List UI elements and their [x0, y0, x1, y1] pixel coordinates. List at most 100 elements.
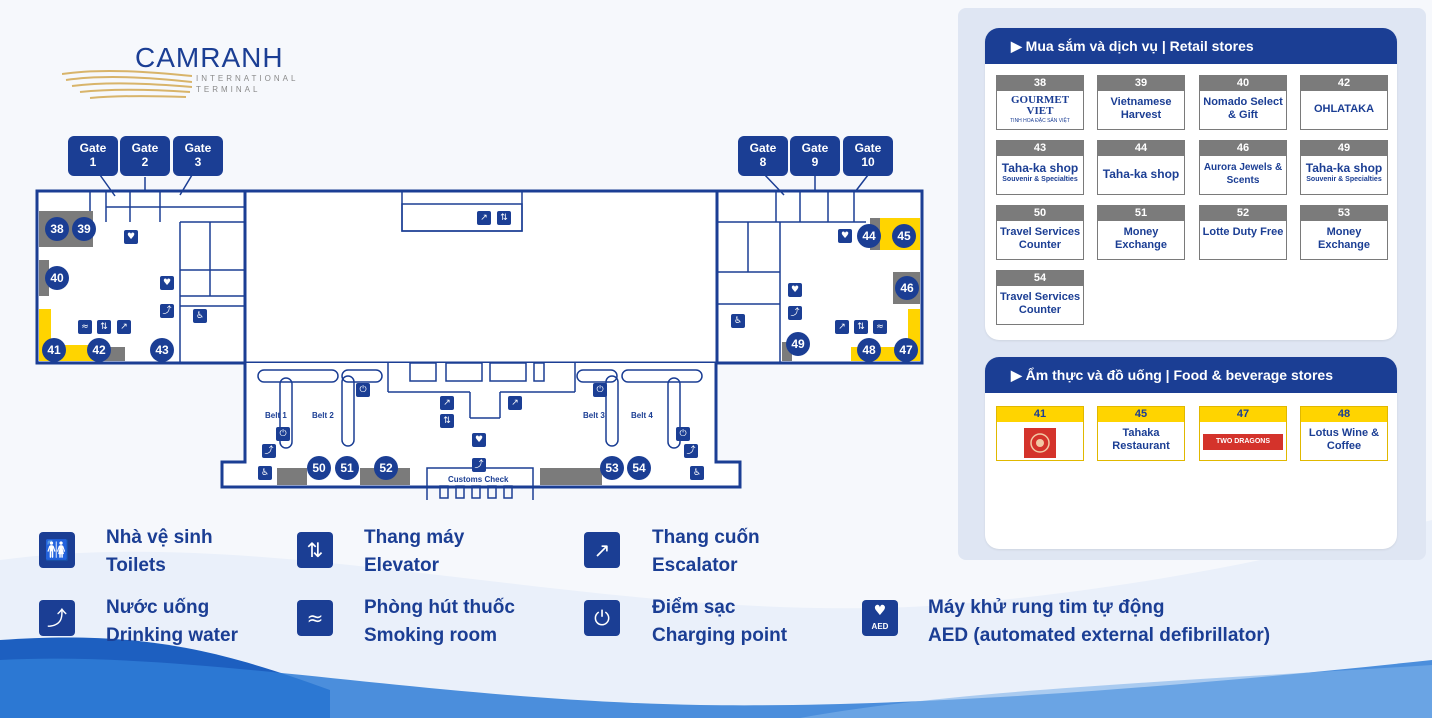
food-beverage-title: ▶ Ẩm thực và đồ uống | Food & beverage s…: [985, 357, 1397, 393]
store-name: GOURMET VIET: [1010, 94, 1070, 117]
store-name: Taha-ka shop: [1305, 161, 1383, 175]
charging-point-icon: ⏻: [276, 427, 290, 441]
store-tile-52[interactable]: 52 Lotte Duty Free: [1199, 205, 1287, 260]
smoking-room-icon: ≈: [873, 320, 887, 334]
store-tile-40[interactable]: 40 Nomado Select & Gift: [1199, 75, 1287, 130]
toilet-icon: ♿: [193, 309, 207, 323]
aed-icon: ♥: [472, 433, 486, 447]
terminal-floor-plan: [35, 172, 924, 500]
belt-2-label: Belt 2: [312, 411, 334, 420]
store-number: 46: [1200, 141, 1286, 156]
store-number: 54: [997, 271, 1083, 286]
store-tile-42[interactable]: 42 OHLATAKA: [1300, 75, 1388, 130]
logo-subtitle: INTERNATIONAL TERMINAL: [196, 73, 298, 95]
store-tile-53[interactable]: 53 Money Exchange: [1300, 205, 1388, 260]
map-marker-40[interactable]: 40: [45, 266, 69, 290]
store-tile-44[interactable]: 44 Taha-ka shop: [1097, 140, 1185, 195]
map-marker-47[interactable]: 47: [894, 338, 918, 362]
logo-name: CAMRANH: [135, 42, 284, 73]
drinking-water-icon: ⤴: [472, 458, 486, 472]
store-tile-51[interactable]: 51 Money Exchange: [1097, 205, 1185, 260]
store-number: 44: [1098, 141, 1184, 156]
store-tile-41[interactable]: 41: [996, 406, 1084, 461]
store-name: Aurora Jewels & Scents: [1203, 162, 1283, 186]
escalator-icon: ↗: [835, 320, 849, 334]
toilet-icon: ♿: [731, 314, 745, 328]
store-name: Lotus Wine & Coffee: [1308, 427, 1380, 452]
map-marker-42[interactable]: 42: [87, 338, 111, 362]
drinking-water-icon: ⤴: [160, 304, 174, 318]
store-47-logo-text: TWO DRAGONS: [1215, 438, 1271, 445]
map-marker-54[interactable]: 54: [627, 456, 651, 480]
drinking-water-icon: ⤴: [39, 600, 75, 636]
store-number: 47: [1200, 407, 1286, 422]
store-number: 38: [997, 76, 1083, 91]
store-tile-45[interactable]: 45 Tahaka Restaurant: [1097, 406, 1185, 461]
store-tile-49[interactable]: 49 Taha-ka shop Souvenir & Specialties: [1300, 140, 1388, 195]
elevator-icon: ⇅: [854, 320, 868, 334]
retail-stores-title: ▶ Mua sắm và dịch vụ | Retail stores: [985, 28, 1397, 64]
store-number: 52: [1200, 206, 1286, 221]
map-marker-51[interactable]: 51: [335, 456, 359, 480]
store-tile-38[interactable]: 38 GOURMET VIET TINH HOA ĐẶC SẢN VIỆT: [996, 75, 1084, 130]
store-tile-39[interactable]: 39 Vietnamese Harvest: [1097, 75, 1185, 130]
store-tile-48[interactable]: 48 Lotus Wine & Coffee: [1300, 406, 1388, 461]
store-name: Travel Services Counter: [999, 291, 1081, 316]
store-name: Lotte Duty Free: [1202, 226, 1284, 238]
belt-1-label: Belt 1: [265, 411, 287, 420]
store-tile-43[interactable]: 43 Taha-ka shop Souvenir & Specialties: [996, 140, 1084, 195]
store-subtitle: Souvenir & Specialties: [1306, 176, 1382, 183]
drinking-water-icon: ⤴: [262, 444, 276, 458]
map-marker-39[interactable]: 39: [72, 217, 96, 241]
store-tile-46[interactable]: 46 Aurora Jewels & Scents: [1199, 140, 1287, 195]
store-tile-54[interactable]: 54 Travel Services Counter: [996, 270, 1084, 325]
map-marker-52[interactable]: 52: [374, 456, 398, 480]
map-marker-38[interactable]: 38: [45, 217, 69, 241]
aed-icon: ♥: [838, 229, 852, 243]
store-name: Taha-ka shop: [1102, 167, 1180, 181]
escalator-icon: ↗: [117, 320, 131, 334]
store-41-logo: [1024, 428, 1056, 458]
store-number: 50: [997, 206, 1083, 221]
store-number: 48: [1301, 407, 1387, 422]
customs-check-label: Customs Check: [448, 475, 509, 484]
store-number: 40: [1200, 76, 1286, 91]
store-name: Nomado Select & Gift: [1203, 96, 1283, 121]
drinking-water-icon: ⤴: [684, 444, 698, 458]
map-marker-48[interactable]: 48: [857, 338, 881, 362]
elevator-icon: ⇅: [97, 320, 111, 334]
store-tile-50[interactable]: 50 Travel Services Counter: [996, 205, 1084, 260]
aed-icon: ♥AED: [862, 600, 898, 636]
map-marker-43[interactable]: 43: [150, 338, 174, 362]
map-marker-46[interactable]: 46: [895, 276, 919, 300]
smoking-room-icon: ≈: [297, 600, 333, 636]
map-marker-50[interactable]: 50: [307, 456, 331, 480]
map-marker-49[interactable]: 49: [786, 332, 810, 356]
store-number: 39: [1098, 76, 1184, 91]
store-number: 49: [1301, 141, 1387, 156]
escalator-icon: ↗: [508, 396, 522, 410]
store-number: 41: [997, 407, 1083, 422]
aed-icon: ♥: [788, 283, 802, 297]
elevator-icon: ⇅: [440, 414, 454, 428]
map-marker-53[interactable]: 53: [600, 456, 624, 480]
aed-icon: ♥: [124, 230, 138, 244]
belt-3-label: Belt 3: [583, 411, 605, 420]
toilet-icon: 🚻: [39, 532, 75, 568]
store-name: Travel Services Counter: [999, 226, 1081, 251]
toilet-icon: ♿: [690, 466, 704, 480]
toilet-icon: ♿: [258, 466, 272, 480]
map-marker-44[interactable]: 44: [857, 224, 881, 248]
map-marker-45[interactable]: 45: [892, 224, 916, 248]
store-tile-47[interactable]: 47 TWO DRAGONS: [1199, 406, 1287, 461]
charging-point-icon: ⏻: [676, 427, 690, 441]
map-marker-41[interactable]: 41: [42, 338, 66, 362]
store-subtitle: TINH HOA ĐẶC SẢN VIỆT: [1010, 118, 1070, 124]
